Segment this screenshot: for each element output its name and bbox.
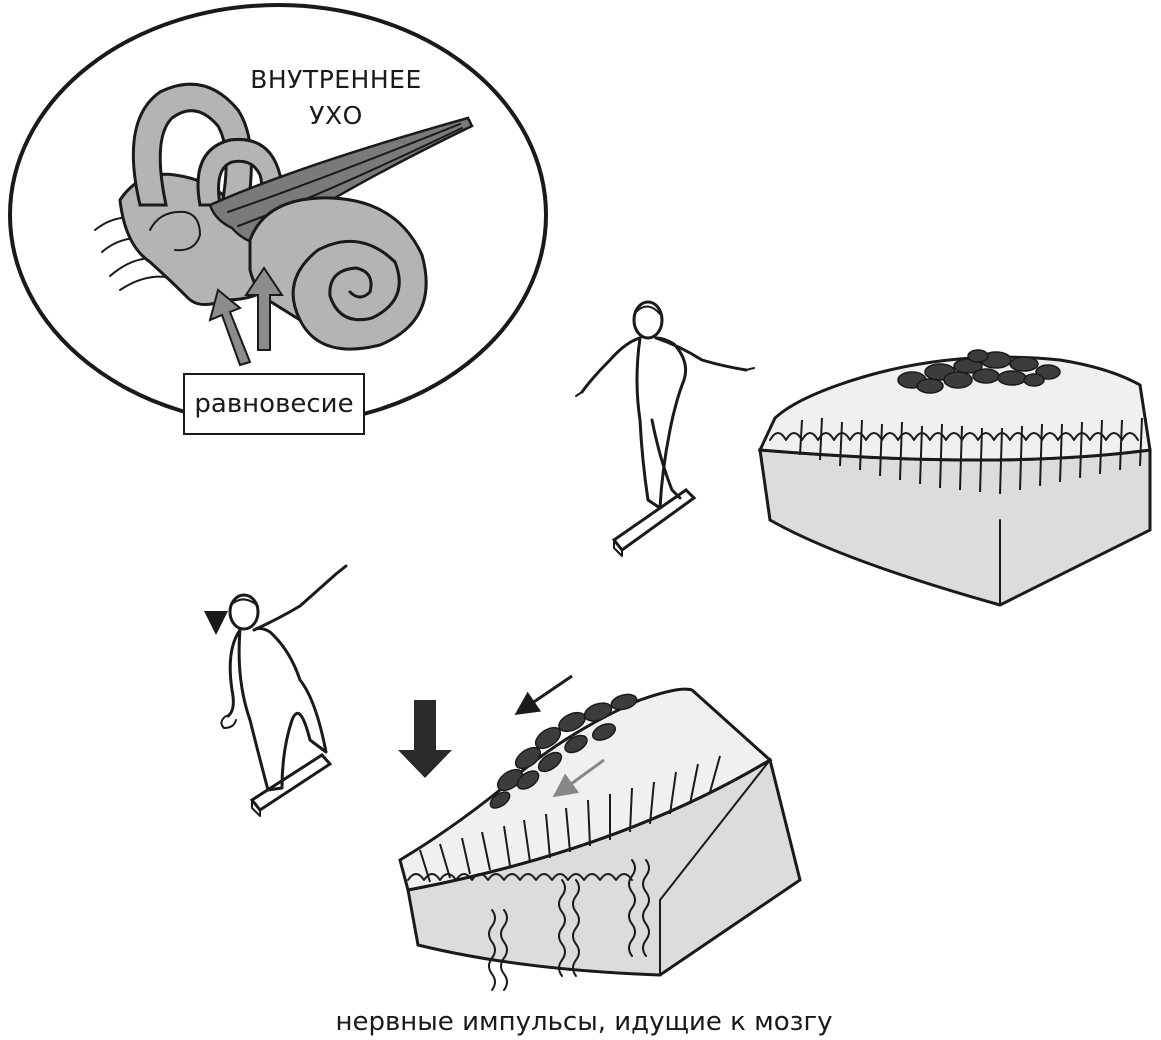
macula-tilted	[400, 676, 800, 990]
inner-ear-label-line1: ВНУТРЕННЕЕ	[250, 65, 422, 94]
person-tilting	[216, 566, 346, 816]
otolith-shift-arrow-icon	[522, 676, 572, 710]
macula-upright	[760, 350, 1150, 605]
person-balanced	[576, 302, 754, 556]
inner-ear-label-line2: УХО	[309, 101, 363, 130]
inner-ear-panel: ВНУТРЕННЕЕ УХО равновесие	[10, 5, 546, 434]
balance-label: равновесие	[194, 389, 353, 419]
tilt-arrow-icon	[398, 700, 452, 778]
caption: нервные импульсы, идущие к мозгу	[335, 1007, 832, 1037]
